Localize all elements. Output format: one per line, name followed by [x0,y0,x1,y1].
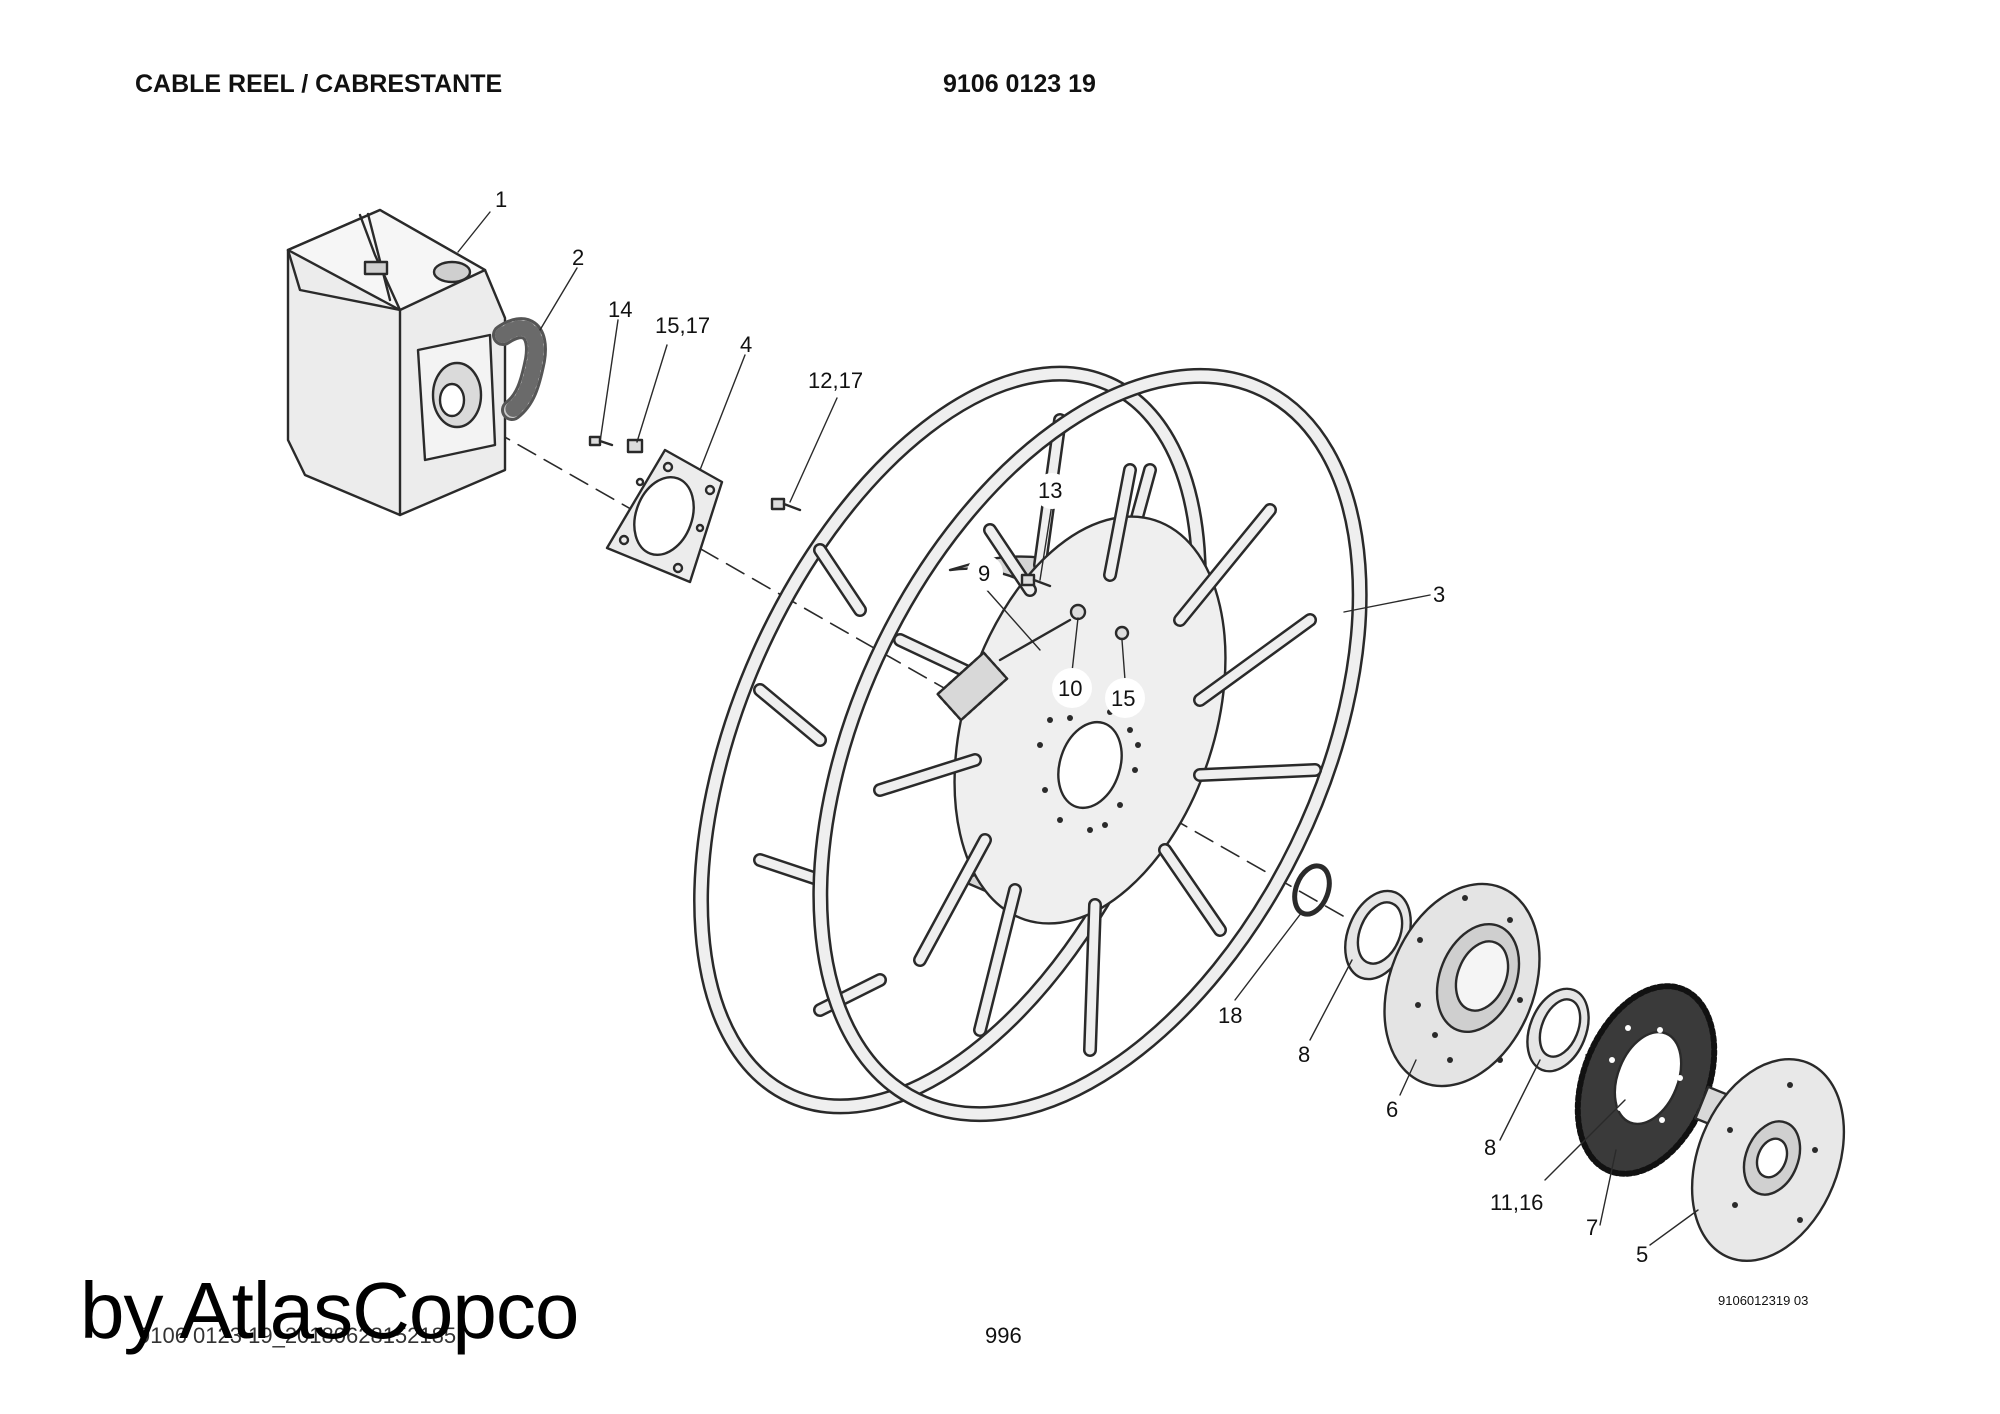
bolt-13 [1020,573,1052,588]
hub-flange-6 [1383,882,1541,1088]
callout-8b: 8 [1484,1135,1496,1160]
callout-3: 3 [1433,582,1445,607]
file-reference: 9106 0123 19_20180628152185 [138,1323,457,1348]
callout-15: 15 [1111,686,1135,711]
callout-15-17: 15,17 [655,313,710,338]
callout-13: 13 [1038,478,1062,503]
callout-1: 1 [495,187,507,212]
cable-reel-drum [693,365,1368,1123]
adapter-plate [605,448,724,584]
callout-7: 7 [1586,1215,1598,1240]
callout-14: 14 [608,297,632,322]
leader-lines [457,211,1699,1246]
part-number: 9106 0123 19 [943,70,1096,98]
bearing-8b [1526,987,1590,1073]
drawing-code: 9106012319 03 [1718,1293,1809,1308]
nut-15 [1114,625,1130,641]
callout-6: 6 [1386,1097,1398,1122]
cable-grip [936,603,1087,722]
watermark: by AtlasCopco [80,1266,579,1355]
gearbox-housing [286,208,507,517]
callout-4: 4 [740,332,752,357]
callout-11-16: 11,16 [1490,1190,1543,1215]
label-discs [967,473,1145,718]
circlip-18 [1292,863,1332,917]
callout-5: 5 [1636,1242,1648,1267]
bolt-12-17 [770,497,802,512]
page-title: CABLE REEL / CABRESTANTE [135,70,503,98]
callout-8a: 8 [1298,1042,1310,1067]
callout-2: 2 [572,245,584,270]
callout-18: 18 [1218,1003,1242,1028]
callout-12-17: 12,17 [808,368,863,393]
page-number: 996 [985,1323,1022,1348]
callout-9: 9 [978,561,990,586]
nut-15-17 [626,438,644,454]
shaft-hub-5 [1690,1057,1846,1263]
flexible-hose [492,317,547,421]
sprocket-7 [1574,983,1718,1177]
callout-10: 10 [1058,676,1082,701]
